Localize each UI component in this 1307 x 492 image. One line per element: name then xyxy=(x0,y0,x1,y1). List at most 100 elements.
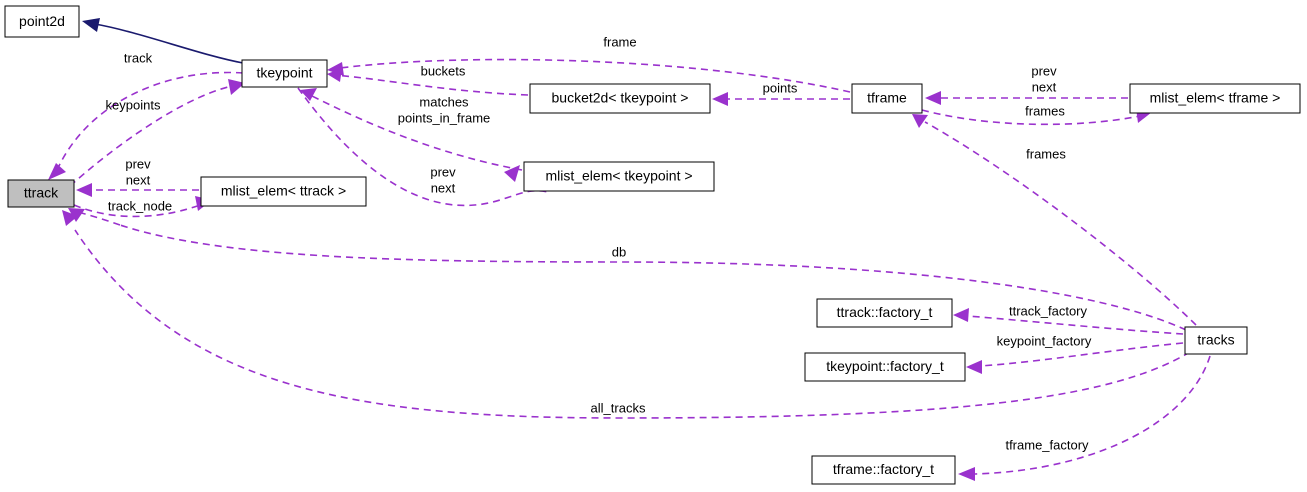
edge-tframe-to-bucket2d-points[interactable]: points xyxy=(712,80,850,106)
edge-label-tframe-factory: tframe_factory xyxy=(1005,437,1089,452)
arrowhead-usage xyxy=(912,114,928,128)
node-tkeypoint[interactable]: tkeypoint xyxy=(241,59,328,88)
edge-bucket2d-to-tkeypoint-buckets[interactable]: buckets xyxy=(327,63,529,96)
edge-line xyxy=(979,342,1184,367)
edge-label-track-node: track_node xyxy=(108,198,172,213)
arrowhead-usage xyxy=(68,208,85,222)
arrowhead-usage xyxy=(327,62,344,76)
edge-mlistkp-to-tkeypoint-matches[interactable]: matches points_in_frame xyxy=(300,88,523,171)
edge-ttrack-to-mlisttrack-tracknode[interactable]: track_node xyxy=(73,196,212,218)
edge-label-keypoints: keypoints xyxy=(106,97,161,112)
edge-tkeypoint-to-point2d[interactable] xyxy=(82,18,244,64)
node-tkeypoint-factory-t-box xyxy=(804,352,966,382)
arrowhead-usage xyxy=(62,210,78,226)
edge-line xyxy=(119,224,1187,331)
node-tframe-factory-t-label: tframe::factory_t xyxy=(833,461,934,477)
node-tframe-factory-t-box xyxy=(811,455,956,485)
edge-label-next-2: next xyxy=(431,180,456,195)
node-tracks-label: tracks xyxy=(1197,332,1234,348)
edge-tracks-to-tframe-frames[interactable]: frames xyxy=(912,114,1197,326)
edge-label-prev-2: prev xyxy=(430,164,456,179)
edge-label-prev-3: prev xyxy=(1031,63,1057,78)
edge-label-frames-2: frames xyxy=(1026,146,1066,161)
edge-label-next-3: next xyxy=(1032,79,1057,94)
arrowhead-usage xyxy=(925,91,941,105)
edge-line xyxy=(921,109,1141,126)
edge-label-ttrack-factory: ttrack_factory xyxy=(1009,303,1088,318)
node-point2d-label: point2d xyxy=(19,13,65,29)
nodes-layer: point2d ttrack tkeypoint mlist_elem< ttr… xyxy=(4,5,1301,485)
node-tkeypoint-box xyxy=(241,59,328,88)
edge-line xyxy=(339,58,851,93)
arrowhead-usage xyxy=(76,183,92,197)
arrowhead-inheritance xyxy=(82,18,100,32)
edge-tracks-to-ttrack-db[interactable]: db xyxy=(68,208,1187,331)
node-tframe[interactable]: tframe xyxy=(851,83,923,114)
edge-line xyxy=(73,204,201,218)
edge-line xyxy=(311,95,523,171)
edge-label-buckets: buckets xyxy=(421,63,466,78)
node-mlist-elem-tkeypoint[interactable]: mlist_elem< tkeypoint > xyxy=(523,161,715,192)
edge-ttrack-to-tkeypoint-keypoints[interactable]: keypoints xyxy=(69,79,245,187)
edge-tkeypoint-to-ttrack-track[interactable]: track xyxy=(48,50,244,180)
node-tracks[interactable]: tracks xyxy=(1184,326,1248,355)
edge-tkeypoint-to-mlistkp-prevnext[interactable]: prev next xyxy=(297,87,549,207)
edge-line xyxy=(924,121,1197,326)
node-tframe-label: tframe xyxy=(867,90,907,106)
edge-line xyxy=(974,355,1211,475)
node-tracks-box xyxy=(1184,326,1248,355)
arrowhead-usage xyxy=(48,163,66,180)
edge-label-track: track xyxy=(124,50,153,65)
edge-line xyxy=(297,87,549,207)
edge-mlisttrack-to-ttrack-prevnext[interactable]: prev next xyxy=(76,156,199,197)
edge-label-points-in-frame: points_in_frame xyxy=(398,110,491,125)
edge-label-db: db xyxy=(612,244,626,259)
edge-label-keypoint-factory: keypoint_factory xyxy=(997,333,1092,348)
node-tkeypoint-factory-t[interactable]: tkeypoint::factory_t xyxy=(804,352,966,382)
edge-label-frame: frame xyxy=(603,34,636,49)
node-mlist-elem-tframe[interactable]: mlist_elem< tframe > xyxy=(1129,83,1301,114)
arrowhead-usage xyxy=(504,165,520,182)
node-mlist-elem-ttrack[interactable]: mlist_elem< ttrack > xyxy=(200,176,367,207)
arrowhead-usage xyxy=(228,79,245,95)
edge-mlisttf-to-tframe-prevnext[interactable]: prev next xyxy=(925,63,1128,105)
arrowhead-usage xyxy=(958,467,975,481)
edge-tframe-to-mlisttf-frames[interactable]: frames xyxy=(921,103,1152,126)
node-ttrack-label: ttrack xyxy=(24,185,59,201)
node-bucket2d-tkeypoint-label: bucket2d< tkeypoint > xyxy=(552,90,689,106)
node-tframe-factory-t[interactable]: tframe::factory_t xyxy=(811,455,956,485)
node-ttrack-factory-t-box xyxy=(816,298,953,328)
edge-tracks-to-tkeypointfactory[interactable]: keypoint_factory xyxy=(966,333,1184,374)
edge-line xyxy=(74,229,1191,419)
node-ttrack-factory-t[interactable]: ttrack::factory_t xyxy=(816,298,953,328)
edge-line xyxy=(967,315,1184,335)
node-point2d-box xyxy=(4,5,80,38)
arrowhead-usage xyxy=(966,360,982,374)
edge-label-next: next xyxy=(126,172,151,187)
node-mlist-elem-tkeypoint-box xyxy=(523,161,715,192)
node-tkeypoint-label: tkeypoint xyxy=(256,65,312,81)
edge-line xyxy=(69,85,233,187)
arrowhead-usage xyxy=(712,92,728,106)
edge-tracks-to-tframefactory[interactable]: tframe_factory xyxy=(958,355,1211,481)
edge-tracks-to-ttrack-alltracks[interactable]: all_tracks xyxy=(62,210,1191,419)
node-tkeypoint-factory-t-label: tkeypoint::factory_t xyxy=(826,358,944,374)
edge-line xyxy=(94,23,244,64)
node-ttrack-factory-t-label: ttrack::factory_t xyxy=(837,304,933,320)
edge-label-frames: frames xyxy=(1025,103,1065,118)
edge-label-prev: prev xyxy=(125,156,151,171)
edge-label-points: points xyxy=(763,80,798,95)
edge-line xyxy=(334,74,529,96)
node-bucket2d-tkeypoint-box xyxy=(529,83,711,114)
node-ttrack[interactable]: ttrack xyxy=(7,179,75,208)
node-ttrack-box xyxy=(7,179,75,208)
node-mlist-elem-ttrack-box xyxy=(200,176,367,207)
node-tframe-box xyxy=(851,83,923,114)
node-mlist-elem-ttrack-label: mlist_elem< ttrack > xyxy=(221,183,346,199)
node-bucket2d-tkeypoint[interactable]: bucket2d< tkeypoint > xyxy=(529,83,711,114)
edge-tframe-to-tkeypoint-frame[interactable]: frame xyxy=(327,34,851,93)
edge-tracks-to-ttrackfactory[interactable]: ttrack_factory xyxy=(953,303,1184,335)
arrowhead-usage xyxy=(953,308,969,322)
node-point2d[interactable]: point2d xyxy=(4,5,80,38)
